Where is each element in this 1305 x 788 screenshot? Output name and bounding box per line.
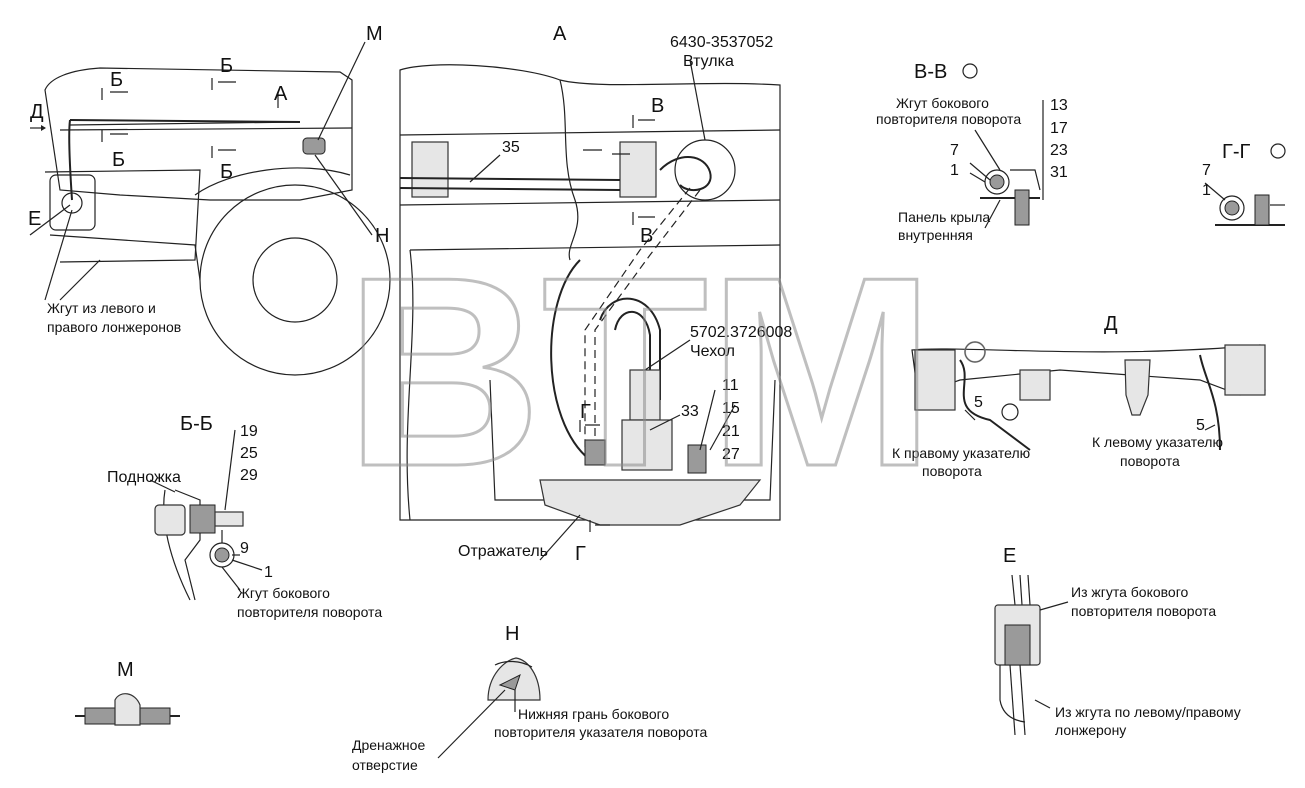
view-e-from-side-line1: Из жгута бокового bbox=[1071, 584, 1189, 600]
watermark: BTM bbox=[344, 221, 986, 525]
view-d-right-line2: поворота bbox=[922, 463, 982, 479]
section-b-b-num-1: 1 bbox=[264, 564, 273, 581]
view-a-marker-g1: Г bbox=[580, 401, 591, 423]
view-h-drain-line2: отверстие bbox=[352, 757, 418, 773]
section-v-v-num-1: 1 bbox=[950, 162, 959, 179]
section-v-v-panel-line2: внутренняя bbox=[898, 227, 973, 243]
view-h-drain: Дренажное отверстие bbox=[352, 737, 429, 773]
view-a-num-27: 27 bbox=[722, 446, 740, 463]
section-b-b-step: Подножка bbox=[107, 469, 181, 486]
view-marker-h: Н bbox=[375, 225, 389, 247]
section-v-v-num-17: 17 bbox=[1050, 120, 1068, 137]
view-a-bushing: Втулка bbox=[683, 53, 734, 70]
section-g-g-num-7: 7 bbox=[1202, 162, 1211, 179]
section-v-v-num-13: 13 bbox=[1050, 97, 1068, 114]
section-b-b: Б-Б 19 25 29 Подножка 9 1 Жгут бокового … bbox=[107, 413, 382, 620]
view-a-label-35: 35 bbox=[502, 139, 520, 156]
view-a: А 35 6430-3537052 bbox=[399, 23, 792, 565]
section-v-v: В-В Жгут бокового повторителя поворота 7… bbox=[876, 61, 1068, 243]
section-b-b-harness: Жгут бокового повторителя поворота bbox=[237, 585, 382, 620]
view-marker-d: Д bbox=[30, 101, 44, 123]
view-d-left-line1: К левому указателю bbox=[1092, 434, 1223, 450]
view-e-from-frame-line2: лонжерону bbox=[1055, 722, 1126, 738]
watermark-text: BTM bbox=[345, 222, 935, 523]
section-v-v-num-31: 31 bbox=[1050, 164, 1068, 181]
section-g-g: Г-Г 7 1 bbox=[1202, 141, 1286, 226]
section-v-v-num-23: 23 bbox=[1050, 142, 1068, 159]
section-b-b-title: Б-Б bbox=[180, 413, 213, 435]
view-d-num-5b: 5 bbox=[1196, 417, 1205, 434]
harness-label-line2: правого лонжеронов bbox=[47, 319, 181, 335]
view-e-from-frame-line1: Из жгута по левому/правому bbox=[1055, 704, 1241, 720]
view-d-right-line1: К правому указателю bbox=[892, 445, 1030, 461]
section-marker-b2: Б bbox=[220, 55, 233, 77]
section-v-v-title: В-В bbox=[914, 61, 947, 83]
view-m-title: М bbox=[117, 659, 134, 681]
view-a-num-11: 11 bbox=[722, 377, 739, 394]
view-marker-m: М bbox=[366, 23, 383, 45]
view-a-reflector: Отражатель bbox=[458, 543, 548, 560]
view-a-marker-g2: Г bbox=[575, 543, 586, 565]
view-a-part-number: 6430-3537052 bbox=[670, 34, 773, 51]
view-e-from-frame: Из жгута по левому/правому лонжерону bbox=[1055, 704, 1245, 738]
view-marker-a: А bbox=[274, 83, 288, 105]
section-b-b-num-19: 19 bbox=[240, 423, 258, 440]
cab-side-view: Б Б Б Б А Д Е Н М Жгут из левого и право… bbox=[28, 23, 391, 376]
view-d-num-5a: 5 bbox=[974, 394, 983, 411]
view-a-marker-v2: В bbox=[640, 225, 653, 247]
view-d-title: Д bbox=[1104, 313, 1118, 335]
view-d-left-line2: поворота bbox=[1120, 453, 1180, 469]
harness-label: Жгут из левого и правого лонжеронов bbox=[47, 300, 181, 335]
view-a-lamp-part: 5702.3726008 bbox=[690, 324, 792, 341]
section-b-b-num-9: 9 bbox=[240, 540, 249, 557]
section-b-b-num-25: 25 bbox=[240, 445, 258, 462]
section-g-g-num-1: 1 bbox=[1202, 182, 1211, 199]
section-b-b-harness-line2: повторителя поворота bbox=[237, 604, 382, 620]
view-marker-e: Е bbox=[28, 208, 41, 230]
view-a-num-21: 21 bbox=[722, 423, 740, 440]
section-b-b-num-29: 29 bbox=[240, 467, 258, 484]
view-e-from-side: Из жгута бокового повторителя поворота bbox=[1071, 584, 1216, 619]
view-a-title: А bbox=[553, 23, 567, 45]
section-v-v-harness: Жгут бокового повторителя поворота bbox=[876, 95, 1021, 127]
view-d: Д 5 5 К правому указателю поворота К лев… bbox=[892, 313, 1266, 479]
view-h-lower-edge: Нижняя грань бокового повторителя указат… bbox=[494, 706, 707, 740]
view-m: М bbox=[75, 659, 180, 726]
view-d-left-indicator: К левому указателю поворота bbox=[1092, 434, 1227, 469]
view-a-num-15: 15 bbox=[722, 400, 740, 417]
view-h-lower-edge-line2: повторителя указателя поворота bbox=[494, 724, 707, 740]
view-e-title: Е bbox=[1003, 545, 1016, 567]
section-v-v-panel-line1: Панель крыла bbox=[898, 209, 990, 225]
view-h: Н Нижняя грань бокового повторителя указ… bbox=[352, 623, 707, 773]
section-marker-b3: Б bbox=[112, 149, 125, 171]
section-v-v-panel: Панель крыла внутренняя bbox=[898, 209, 994, 243]
view-h-drain-line1: Дренажное bbox=[352, 737, 425, 753]
view-e: Е Из жгута бокового повторителя поворота… bbox=[994, 545, 1245, 738]
section-v-v-harness-line2: повторителя поворота bbox=[876, 111, 1021, 127]
section-b-b-harness-line1: Жгут бокового bbox=[237, 585, 330, 601]
section-v-v-num-7: 7 bbox=[950, 142, 959, 159]
view-a-marker-v1: В bbox=[651, 95, 664, 117]
section-marker-b4: Б bbox=[220, 161, 233, 183]
section-g-g-title: Г-Г bbox=[1222, 141, 1250, 163]
view-h-lower-edge-line1: Нижняя грань бокового bbox=[518, 706, 669, 722]
view-a-label-33: 33 bbox=[681, 403, 699, 420]
view-h-title: Н bbox=[505, 623, 519, 645]
view-a-cover: Чехол bbox=[690, 343, 735, 360]
harness-label-line1: Жгут из левого и bbox=[47, 300, 156, 316]
section-v-v-harness-line1: Жгут бокового bbox=[896, 95, 989, 111]
view-d-right-indicator: К правому указателю поворота bbox=[892, 445, 1034, 479]
section-marker-b1: Б bbox=[110, 69, 123, 91]
view-e-from-side-line2: повторителя поворота bbox=[1071, 603, 1216, 619]
